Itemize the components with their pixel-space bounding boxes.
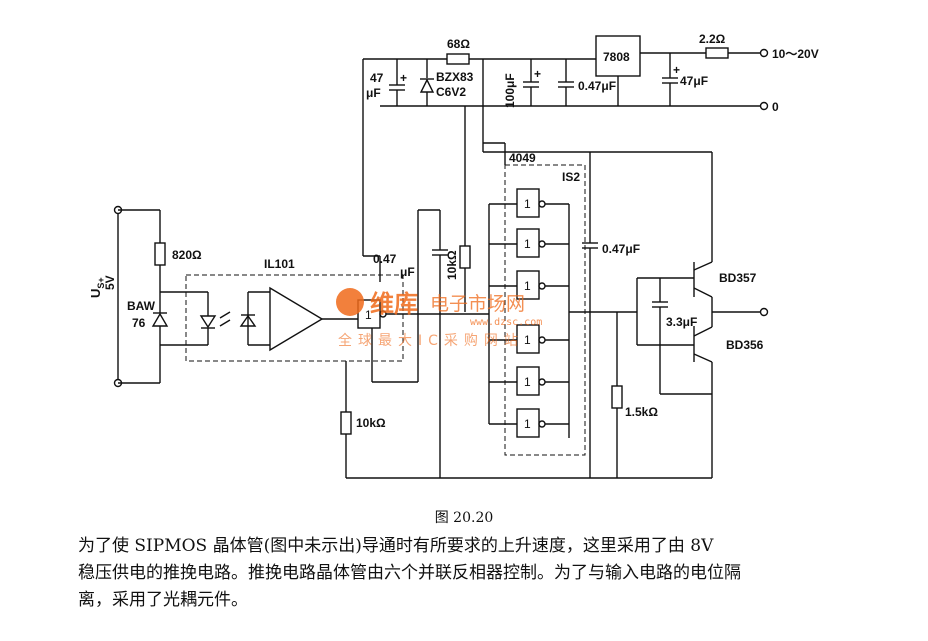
r15k-label: 1.5kΩ: [625, 405, 658, 419]
paragraph-line-3: 离，采用了光耦元件。: [78, 590, 248, 610]
resistor-10k-vertical: 10kΩ: [445, 106, 471, 312]
c047c-label-2: μF: [400, 265, 415, 279]
vin-label: 10～20V: [772, 47, 819, 61]
buffer-inverter: 1: [357, 299, 489, 383]
resistor-68ohm: 68Ω: [446, 37, 470, 65]
c47b-label: 47μF: [680, 74, 708, 88]
zener-diode: BZX83 C6V2: [419, 59, 474, 106]
description-paragraph: 为了使 SIPMOS 晶体管(图中未示出)导通时有所要求的上升速度，这里采用了由…: [78, 533, 890, 614]
r22-label: 2.2Ω: [699, 32, 726, 46]
inverter-gate-1: 1: [489, 188, 569, 218]
inverter-ic-4049: 4049 IS2: [488, 151, 600, 456]
us-value-label: 5V: [103, 275, 117, 290]
circuit-schematic: 68Ω 7808 2.2Ω 10～20V 0 + 47 μF BZX83: [88, 32, 819, 479]
inverter-gate-2: 1: [489, 228, 569, 258]
c100-label: 100μF: [503, 73, 517, 108]
capacitor-47uf-left: + 47 μF: [366, 59, 407, 106]
watermark: 维库 电子市场网 www.dzsc.com 全球最大IC采购网站: [336, 288, 542, 349]
il101-label: IL101: [264, 257, 295, 271]
gnd-label: 0: [772, 100, 779, 114]
watermark-site: 电子市场网: [430, 293, 525, 315]
capacitor-0-47uf-b: 0.47μF: [582, 152, 640, 478]
capacitor-3-3uf: 3.3μF: [652, 278, 712, 395]
resistor-1-5k: 1.5kΩ: [611, 312, 658, 478]
inverter-gate-3: 1: [489, 270, 569, 300]
figure-caption: 图 20.20: [434, 510, 494, 526]
baw76-label: 76: [132, 316, 146, 330]
c47-label-bot: μF: [366, 86, 381, 100]
zener-label-1: BZX83: [436, 70, 474, 84]
output-stage: BD357 BD356: [600, 261, 769, 478]
c047c-label-1: 0.47: [373, 252, 397, 266]
r10k-vert-label: 10kΩ: [445, 250, 459, 280]
capacitor-0-47uf-c: 0.47 μF: [363, 209, 448, 478]
optocoupler-il101: IL101: [185, 257, 404, 362]
vin-terminal: [759, 48, 769, 58]
r68-label: 68Ω: [447, 37, 470, 51]
bd356-label: BD356: [726, 338, 764, 352]
svg-text:1: 1: [524, 417, 531, 431]
reg-label: 7808: [603, 50, 630, 64]
us-label: US+: [88, 277, 106, 298]
gnd-terminal: [759, 101, 769, 111]
c33-label: 3.3μF: [666, 315, 697, 329]
svg-text:1: 1: [524, 333, 531, 347]
ic-is2-label: IS2: [562, 170, 580, 184]
watermark-brand: 维库: [370, 290, 418, 318]
svg-text:1: 1: [524, 237, 531, 251]
output-terminal: [759, 307, 769, 317]
capacitor-47uf-right: + 47μF: [662, 53, 708, 106]
resistor-10k: 10kΩ: [340, 361, 386, 478]
inverter-gate-6: 1: [489, 408, 569, 438]
zener-label-2: C6V2: [436, 85, 466, 99]
capacitor-100uf: + 100μF: [503, 59, 541, 108]
c047a-label: 0.47μF: [578, 79, 616, 93]
svg-text:+: +: [673, 63, 680, 77]
svg-text:1: 1: [524, 375, 531, 389]
svg-text:1: 1: [524, 279, 531, 293]
ground-rail: 0: [380, 100, 779, 114]
c47-label-top: 47: [370, 71, 384, 85]
svg-text:+: +: [400, 71, 407, 85]
watermark-slogan: 全球最大IC采购网站: [338, 332, 524, 349]
ic-4049-label: 4049: [509, 151, 536, 165]
r820-label: 820Ω: [172, 248, 202, 262]
inverter-gate-5: 1: [489, 366, 569, 396]
resistor-2-2ohm: 2.2Ω 10～20V: [699, 32, 819, 61]
supply-rail: [362, 58, 713, 262]
paragraph-line-1: 为了使 SIPMOS 晶体管(图中未示出)导通时有所要求的上升速度，这里采用了由…: [78, 536, 714, 556]
watermark-url: www.dzsc.com: [470, 317, 542, 328]
watermark-logo-icon: [336, 288, 364, 316]
c047b-label: 0.47μF: [602, 242, 640, 256]
svg-text:1: 1: [524, 197, 531, 211]
regulator-7808: 7808: [595, 35, 706, 106]
svg-text:1: 1: [365, 308, 372, 322]
paragraph-line-2: 稳压供电的推挽电路。推挽电路晶体管由六个并联反相器控制。为了与输入电路的电位隔: [78, 563, 741, 583]
r10k-label: 10kΩ: [356, 416, 386, 430]
input-section: 820Ω BAW 76 US+ 5V: [88, 205, 208, 388]
baw-label: BAW: [127, 299, 156, 313]
svg-text:+: +: [534, 67, 541, 81]
bd357-label: BD357: [719, 271, 757, 285]
capacitor-0-47uf-a: 0.47μF: [558, 59, 616, 106]
inverter-gate-4: 1: [489, 324, 569, 354]
